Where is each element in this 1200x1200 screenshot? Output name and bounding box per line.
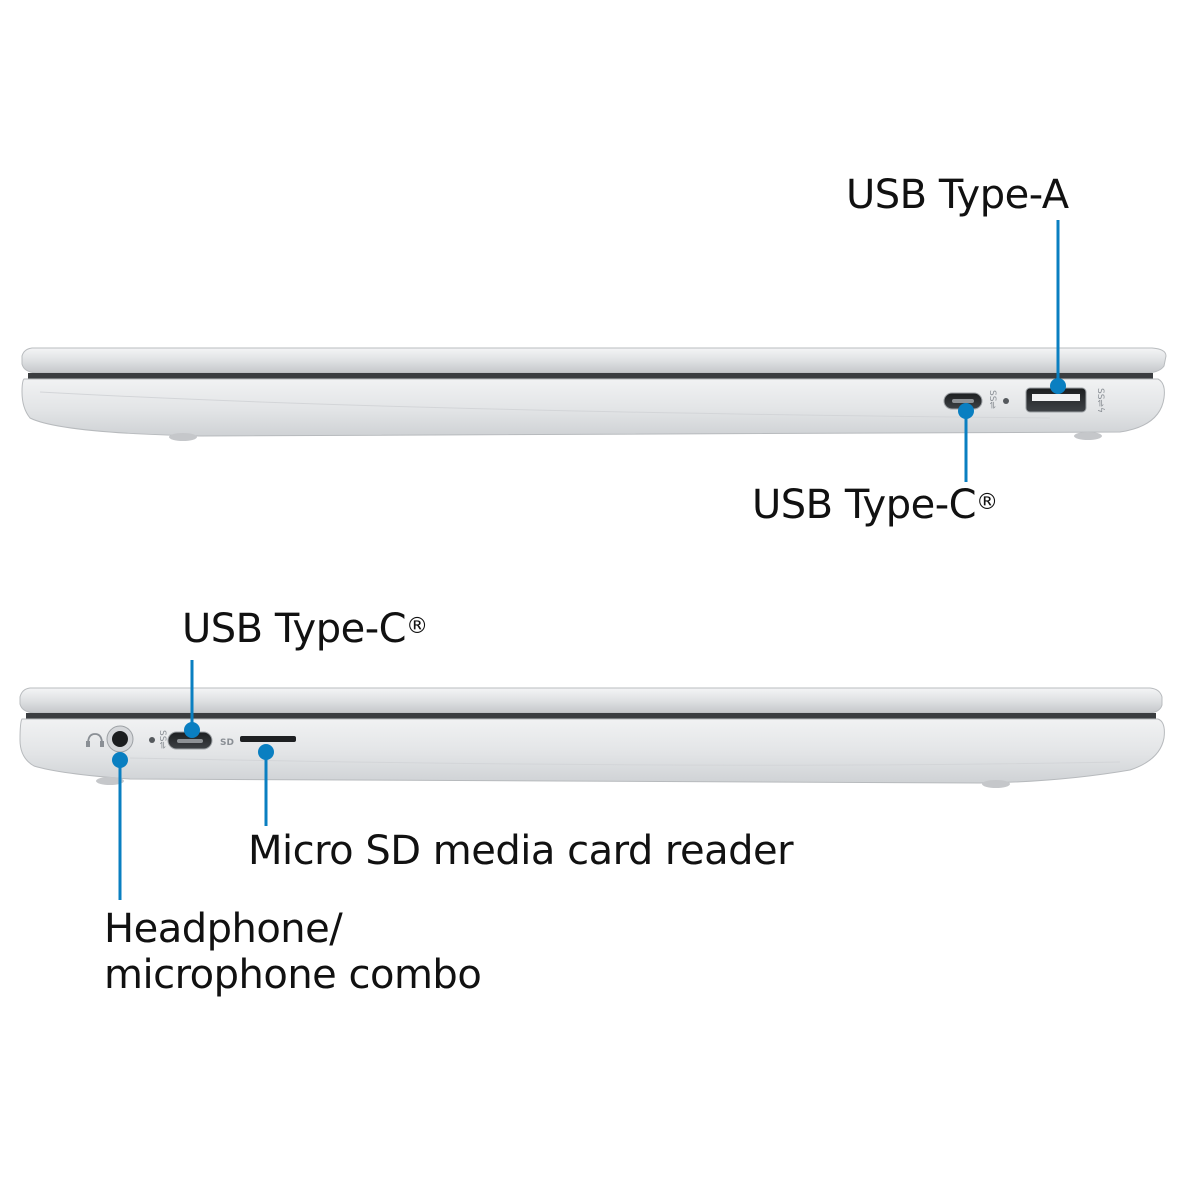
led-indicator-icon — [149, 737, 155, 743]
callout-usb-c-right — [958, 403, 974, 482]
callout-micro-sd — [258, 744, 274, 826]
foot — [982, 780, 1010, 788]
headphone-icon — [86, 733, 104, 747]
callout-headphone — [112, 752, 128, 900]
headphone-label-line2: microphone combo — [104, 952, 482, 998]
svg-text:SS⇌: SS⇌ — [157, 730, 167, 749]
registered-mark: ® — [406, 614, 428, 639]
micro-sd-slot — [240, 736, 296, 742]
base-right — [21, 378, 1165, 437]
usb-superspeed-icon: SS⇌ — [987, 390, 997, 409]
micro-sd-label: Micro SD media card reader — [248, 828, 794, 874]
headphone-label-line1: Headphone/ — [104, 906, 343, 952]
usb-superspeed-icon: SS⇌ϟ — [1095, 388, 1105, 413]
laptop-right-side: SS⇌ SS⇌ϟ — [21, 220, 1167, 482]
usb-superspeed-icon: SS⇌ — [157, 730, 167, 749]
headphone-label: Headphone/ microphone combo — [104, 906, 482, 998]
svg-text:SS⇌: SS⇌ — [987, 390, 997, 409]
usb-a-label: USB Type-A — [846, 172, 1069, 218]
seam-right — [28, 373, 1153, 379]
sd-marking: SD — [220, 738, 234, 748]
foot — [96, 777, 124, 785]
callout-usb-a — [1050, 220, 1066, 394]
registered-mark: ® — [976, 490, 998, 515]
foot — [1074, 432, 1102, 440]
foot — [169, 433, 197, 441]
usb-c-left-label: USB Type-C® — [182, 606, 428, 652]
callout-usb-c-left — [184, 660, 200, 738]
laptop-left-side: SS⇌ SD — [19, 660, 1165, 900]
usb-c-right-label: USB Type-C® — [752, 482, 998, 528]
lid-right — [21, 347, 1167, 374]
seam-left — [26, 713, 1156, 719]
led-indicator-icon — [1003, 398, 1009, 404]
svg-text:SS⇌ϟ: SS⇌ϟ — [1095, 388, 1105, 413]
